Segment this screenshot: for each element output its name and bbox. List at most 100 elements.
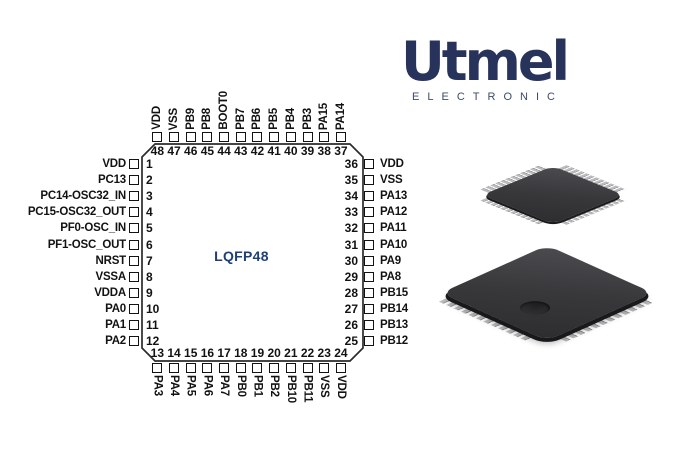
pin-number: 45 [200,144,215,158]
pin-label: VSS [380,174,403,187]
pin-label-area: VDD [151,88,163,130]
pin-top: BOOT0 44 [216,88,233,158]
pin-label: BOOT0 [218,91,231,130]
pin-square [364,159,374,170]
pin-label: PB13 [380,318,408,331]
brand-name: Utmel [400,30,570,93]
pin-label-area: PA3 [151,375,163,425]
pin-label: PB9 [184,108,197,130]
pin-label-area: PA7 [218,375,230,425]
pin-label: PA0 [105,302,126,315]
pin-label: PB5 [268,108,281,130]
pin-number: 28 [344,285,358,300]
pin-label-area: PB9 [185,88,197,130]
pin-square [129,287,139,298]
pin-label-area: BOOT0 [218,88,230,130]
pin-square [364,255,374,266]
pin-number: 16 [200,346,215,360]
pin-number: 35 [344,173,358,188]
pin-label: PA3 [151,375,164,396]
pin-number: 13 [150,346,165,360]
pin-label-area: PB6 [251,88,263,130]
pin-label: PC15-OSC32_OUT [27,206,126,219]
pin-number: 38 [317,144,331,158]
pin-label: PB14 [380,302,408,315]
pin-label: PB3 [301,108,314,130]
pin-label: PB8 [201,108,214,130]
pin-label-area: PA6 [201,375,213,425]
pin-square [129,223,139,234]
pin-square [235,363,246,373]
pin-square [269,363,280,373]
pin-label: PC13 [98,174,126,187]
pin-label: VDD [334,375,347,399]
pin-label: PB12 [380,335,408,348]
pin-number: 46 [184,144,198,158]
pin-label-area: PB10 [285,375,297,425]
pin-number: 7 [146,253,153,268]
pin-number: 43 [234,144,248,158]
pin-label: PB4 [284,108,297,130]
pin-label: PA9 [380,254,401,267]
pin-square [364,287,374,298]
pin-square [235,132,246,142]
pin-label: PF0-OSC_IN [60,222,126,235]
pin-label: PB6 [251,108,264,130]
pin-square [185,363,196,373]
pin-number: 23 [317,346,331,360]
pin-square [364,175,374,186]
pin-label: PB10 [284,375,297,403]
pin-label: PA5 [184,375,197,396]
pin-label: PB1 [251,375,264,397]
pin-square [364,271,374,282]
pin-square [129,159,139,170]
pin-square [252,363,263,373]
pin-label-area: PA15 [318,88,330,130]
pin-square [129,239,139,250]
pin-number: 47 [167,144,181,158]
pin-label-area: PB5 [268,88,280,130]
chip-body-outline [141,143,364,362]
pin-number: 40 [284,144,298,158]
pin-label: PA11 [380,222,407,235]
pin-square [302,132,313,142]
pin-number: 48 [150,144,165,158]
pin-label-area: PB11 [302,375,314,425]
pin-number: 24 [334,346,348,360]
pin-label-area: VDD [335,375,347,425]
chip-body-icon [482,166,624,224]
pin-square [129,191,139,202]
pin-square [335,363,346,373]
pin-square [129,271,139,282]
pin-label: PA6 [201,375,214,396]
pin-number: 19 [250,346,265,360]
pin-square [152,132,163,142]
pin-label-area: PB0 [235,375,247,425]
pin-square [129,175,139,186]
pin-label: VSS [318,375,331,398]
pin-number: 11 [146,317,159,332]
pin-square [319,363,330,373]
pin-number: 34 [344,189,358,204]
pin-label-area: VSS [318,375,330,425]
pin-number: 44 [217,144,231,158]
pin-label: PB11 [301,375,314,403]
pin-square [302,363,313,373]
